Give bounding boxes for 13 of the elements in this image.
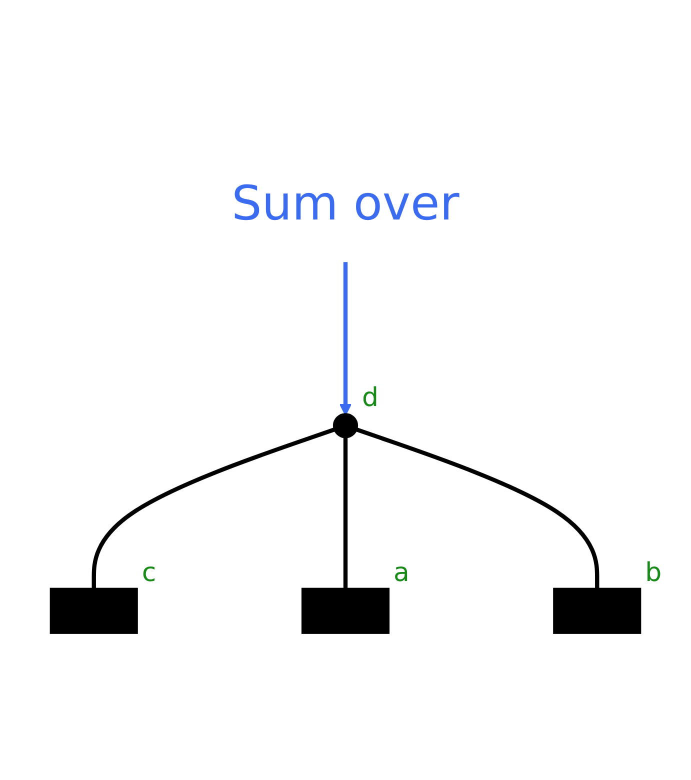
node-box bbox=[50, 588, 138, 634]
arrow bbox=[339, 261, 352, 416]
connector bbox=[354, 427, 600, 590]
node-label: d bbox=[362, 383, 378, 414]
node-circle bbox=[332, 413, 358, 438]
node-label: b bbox=[645, 558, 662, 588]
connector bbox=[343, 436, 348, 590]
node-box bbox=[301, 588, 390, 634]
node-box bbox=[553, 588, 642, 634]
node-text: Sum over bbox=[232, 176, 460, 232]
node-label: a bbox=[393, 558, 410, 588]
node-label: c bbox=[142, 558, 156, 588]
connector bbox=[92, 427, 336, 590]
